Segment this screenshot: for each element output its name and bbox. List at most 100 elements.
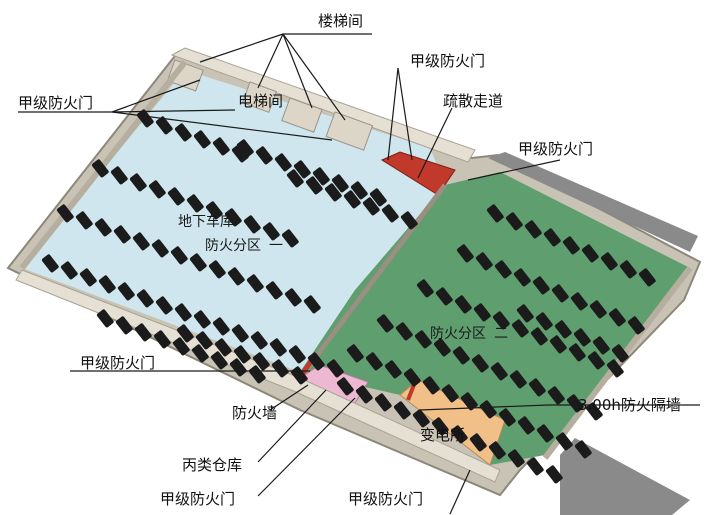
parked-car (262, 222, 280, 241)
parked-car (117, 282, 135, 301)
parked-car (581, 244, 599, 263)
parked-car (193, 130, 211, 149)
parked-car (433, 338, 451, 357)
label-partition-wall: 3.00h防火隔墙 (578, 396, 681, 414)
parked-car (94, 218, 112, 237)
parked-car (205, 201, 223, 220)
parked-car (129, 173, 147, 192)
parked-car (574, 440, 592, 459)
parked-car (350, 181, 368, 200)
parked-car (395, 322, 413, 341)
parked-car (324, 183, 342, 202)
parked-car (627, 316, 645, 335)
parked-car (170, 246, 188, 265)
label-fire-door-a-bottom-left: 甲级防火门 (160, 490, 235, 508)
parked-car (248, 365, 266, 384)
parked-car (229, 358, 247, 377)
parked-car (186, 194, 204, 213)
parked-car (589, 300, 607, 319)
parked-car (155, 116, 173, 135)
parked-car (79, 268, 97, 287)
stair-room-3 (325, 111, 374, 151)
parked-car (288, 345, 306, 364)
parked-car (494, 260, 512, 279)
parked-car (336, 377, 354, 396)
parked-car (511, 319, 529, 338)
parked-car (208, 260, 226, 279)
parked-car (509, 370, 527, 389)
parked-car (56, 204, 74, 223)
parked-car (246, 274, 264, 293)
parked-car (592, 336, 610, 355)
parked-car (153, 330, 171, 349)
parked-car (422, 376, 440, 395)
parked-car (115, 316, 133, 335)
parked-car (212, 317, 230, 336)
parked-car (265, 281, 283, 300)
parked-car (191, 344, 209, 363)
parked-car (456, 244, 474, 263)
parked-car (638, 268, 656, 287)
label-fire-door-a-bottom-right: 甲级防火门 (348, 490, 423, 508)
parked-car (231, 144, 249, 163)
parked-car (231, 324, 249, 343)
parked-car (224, 208, 242, 227)
parked-car (381, 204, 399, 223)
parked-car (473, 303, 491, 322)
parked-car (362, 197, 380, 216)
parked-car (284, 288, 302, 307)
parked-car (193, 310, 211, 329)
parked-car (431, 417, 449, 436)
parked-car (212, 137, 230, 156)
parked-car (585, 402, 603, 421)
parked-car (343, 190, 361, 209)
parked-car (412, 409, 430, 428)
label-class-c-storage: 丙类仓库 (182, 456, 242, 474)
parked-car (570, 292, 588, 311)
parked-car (606, 359, 624, 378)
parked-car (488, 441, 506, 460)
parked-car (547, 386, 565, 405)
parked-car (60, 261, 78, 280)
zone-fire-2-numeral: 二 (494, 326, 508, 342)
parked-car (587, 351, 605, 370)
parked-car (271, 359, 289, 378)
parked-car (355, 385, 373, 404)
parked-car (490, 362, 508, 381)
parked-car (41, 254, 59, 273)
parked-car (110, 166, 128, 185)
parked-car (269, 338, 287, 357)
parked-car (365, 352, 383, 371)
label-fire-door-a-top: 甲级防火门 (410, 52, 485, 70)
parked-car (174, 303, 192, 322)
parked-car (471, 354, 489, 373)
parked-car (475, 252, 493, 271)
east-wall (542, 266, 693, 460)
parked-car (98, 275, 116, 294)
parked-car (155, 296, 173, 315)
parked-car (195, 331, 213, 350)
label-stairwell: 楼梯间 (318, 12, 363, 30)
parked-car (148, 180, 166, 199)
parked-car (136, 289, 154, 308)
parked-car (151, 239, 169, 258)
parked-car (554, 320, 572, 339)
parked-car (600, 252, 618, 271)
label-fire-door-a-left: 甲级防火门 (18, 94, 93, 112)
parked-car (492, 311, 510, 330)
parked-car (536, 424, 554, 443)
parked-car (573, 328, 591, 347)
parked-car (608, 308, 626, 327)
parked-car (250, 331, 268, 350)
parked-car (132, 232, 150, 251)
ramp-upper (488, 152, 698, 252)
parked-car (75, 211, 93, 230)
parked-car (176, 324, 194, 343)
parked-car (227, 267, 245, 286)
label-substation: 变电所 (420, 426, 465, 444)
parked-car (384, 360, 402, 379)
parked-car (566, 394, 584, 413)
parked-car (167, 187, 185, 206)
parked-car (528, 378, 546, 397)
